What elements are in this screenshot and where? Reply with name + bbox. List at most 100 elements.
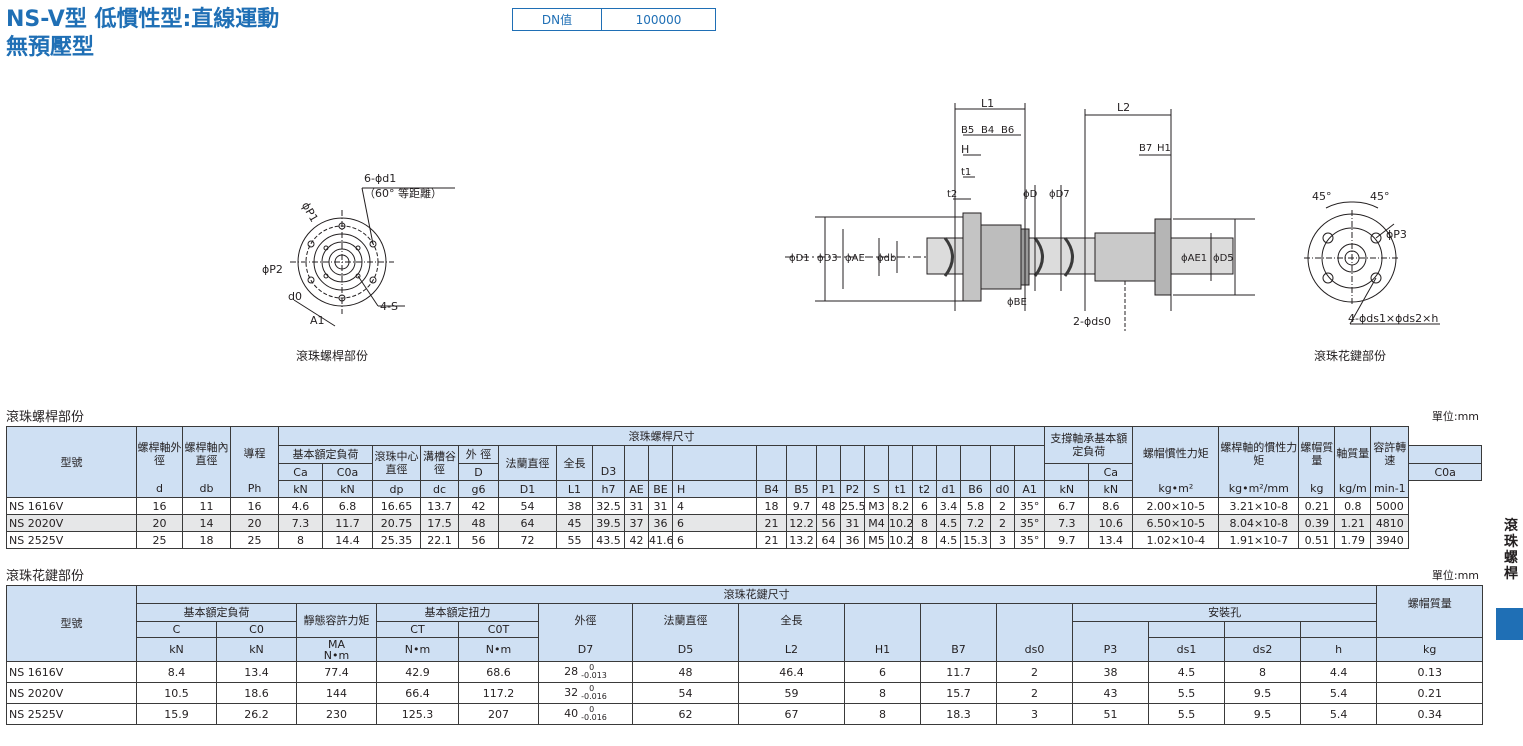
spline-header-static-moment: 靜態容許力矩 bbox=[296, 603, 377, 638]
table-cell: 5000 bbox=[1370, 497, 1410, 515]
table-cell: 18 bbox=[756, 497, 787, 515]
table-cell: 4.5 bbox=[936, 514, 961, 532]
table-cell: 8.6 bbox=[1088, 497, 1134, 515]
table-cell: 2 bbox=[996, 661, 1073, 683]
table-cell: 8 bbox=[912, 531, 937, 549]
ball-spline-flange-drawing: 45° 45° ϕP3 4-ϕds1×ϕds2×h bbox=[1304, 190, 1440, 325]
table-cell: M3 bbox=[864, 497, 889, 515]
table-cell: 21 bbox=[756, 531, 787, 549]
table-cell: 0.51 bbox=[1298, 531, 1336, 549]
label-mount-holes: 4-ϕds1×ϕds2×h bbox=[1348, 312, 1438, 325]
label-p1: ϕP1 bbox=[299, 200, 321, 225]
table-cell: 1.79 bbox=[1334, 531, 1372, 549]
table-cell: 48 bbox=[816, 497, 841, 515]
table-cell: 36 bbox=[648, 514, 673, 532]
left-diagram-caption: 滾珠螺桿部份 bbox=[296, 349, 369, 363]
table-cell: 77.4 bbox=[296, 661, 377, 683]
spline-header-od: 外徑 bbox=[538, 603, 633, 638]
table-cell: 54 bbox=[632, 682, 739, 704]
dn-label: DN值 bbox=[513, 9, 602, 30]
table-cell: 12.2 bbox=[786, 514, 817, 532]
table-cell: 32.5 bbox=[592, 497, 625, 515]
table-cell: 2 bbox=[996, 682, 1073, 704]
table-cell: 10.5 bbox=[136, 682, 217, 704]
screw-header-shaft-mass: 軸質量 bbox=[1334, 426, 1372, 481]
table-cell: 31 bbox=[840, 514, 865, 532]
label-60-note: （60° 等距離） bbox=[364, 186, 442, 200]
dn-value: 100000 bbox=[635, 12, 682, 27]
label-D3: ϕD3 bbox=[817, 253, 838, 264]
table-cell: 144 bbox=[296, 682, 377, 704]
side-tab-label: 滾珠螺桿 bbox=[1504, 518, 1518, 582]
table-cell: 9.5 bbox=[1224, 682, 1301, 704]
spline-section-title: 滾珠花鍵部份 bbox=[6, 569, 85, 584]
screw-header-od: 外 徑 bbox=[458, 445, 499, 464]
screw-header-groove: 溝槽谷徑 bbox=[420, 445, 459, 481]
table-cell: 35° bbox=[1013, 531, 1046, 549]
table-cell: 41.6 bbox=[648, 531, 673, 549]
screw-header-model: 型號 bbox=[6, 426, 137, 498]
table-cell: 56 bbox=[816, 514, 841, 532]
table-cell: 0.8 bbox=[1334, 497, 1372, 515]
screw-header-speed: 容許轉速 bbox=[1370, 426, 1410, 481]
table-cell: 4.5 bbox=[1148, 661, 1225, 683]
table-cell: 207 bbox=[458, 703, 539, 725]
table-cell: 26.2 bbox=[216, 703, 297, 725]
screw-unit-row: d db Ph kN kN dp dc g6 D1 L1 h7 AE BE H … bbox=[7, 480, 1482, 498]
table-cell: 6 bbox=[672, 514, 757, 532]
table-cell: 7.3 bbox=[278, 514, 323, 532]
table-cell: 13.2 bbox=[786, 531, 817, 549]
table-cell: 10.2 bbox=[888, 531, 913, 549]
table-cell: 2 bbox=[990, 497, 1015, 515]
table-cell: 0.34 bbox=[1376, 703, 1484, 725]
table-cell: 67 bbox=[738, 703, 845, 725]
table-cell: 11.7 bbox=[920, 661, 997, 683]
label-d0: d0 bbox=[288, 290, 302, 303]
table-cell: 42 bbox=[624, 531, 649, 549]
label-ds0: 2-ϕds0 bbox=[1073, 315, 1111, 328]
table-cell: 38 bbox=[1072, 661, 1149, 683]
screw-spec-table: 型號 螺桿軸外徑 螺桿軸內直徑 導程 滾珠螺桿尺寸 支撐軸承基本額定負荷 螺帽慣… bbox=[6, 426, 1482, 549]
screw-header-length: 全長 bbox=[556, 445, 593, 481]
spline-header-dims-group: 滾珠花鍵尺寸 bbox=[135, 585, 1378, 604]
table-cell: 21 bbox=[756, 514, 787, 532]
table-cell: 20 bbox=[230, 514, 279, 532]
table-cell: 13.7 bbox=[420, 497, 459, 515]
spline-header-nut-mass: 螺帽質量 bbox=[1376, 585, 1484, 622]
spline-unit: 單位:mm bbox=[1431, 569, 1479, 582]
table-cell: 46.4 bbox=[738, 661, 845, 683]
table-cell: 42.9 bbox=[376, 661, 459, 683]
table-cell: 20 bbox=[136, 514, 183, 532]
spline-symbol-row: C C0 CT C0T bbox=[7, 621, 1484, 638]
model-cell: NS 2525V bbox=[6, 703, 137, 725]
table-cell: 25 bbox=[136, 531, 183, 549]
table-cell: 72 bbox=[498, 531, 557, 549]
assembly-side-drawing: L1 L2 B5 B4 B6 H t1 t2 ϕD ϕD7 B7 H1 ϕD1 … bbox=[785, 97, 1255, 331]
label-p3: ϕP3 bbox=[1386, 228, 1407, 241]
table-cell: 8.04×10-8 bbox=[1218, 514, 1300, 532]
table-cell: 125.3 bbox=[376, 703, 459, 725]
table-cell: 56 bbox=[458, 531, 499, 549]
label-H1: H1 bbox=[1157, 143, 1171, 154]
table-cell: 48 bbox=[632, 661, 739, 683]
table-cell: 55 bbox=[556, 531, 593, 549]
table-cell: 0.13 bbox=[1376, 661, 1484, 683]
table-cell: 64 bbox=[816, 531, 841, 549]
label-D1: ϕD1 bbox=[789, 253, 810, 264]
screw-header-lead: 導程 bbox=[230, 426, 279, 481]
screw-header-nut-mass: 螺帽質量 bbox=[1298, 426, 1336, 481]
spline-header-flange: 法蘭直徑 bbox=[632, 603, 739, 638]
table-cell: 1.91×10-7 bbox=[1218, 531, 1300, 549]
label-angle-right: 45° bbox=[1370, 190, 1390, 203]
table-cell: 4 bbox=[672, 497, 757, 515]
right-diagram-caption: 滾珠花鍵部份 bbox=[1314, 349, 1387, 363]
table-cell: 6.50×10-5 bbox=[1132, 514, 1220, 532]
label-L2: L2 bbox=[1117, 101, 1130, 114]
table-cell: 5.8 bbox=[960, 497, 991, 515]
table-cell: 10.6 bbox=[1088, 514, 1134, 532]
